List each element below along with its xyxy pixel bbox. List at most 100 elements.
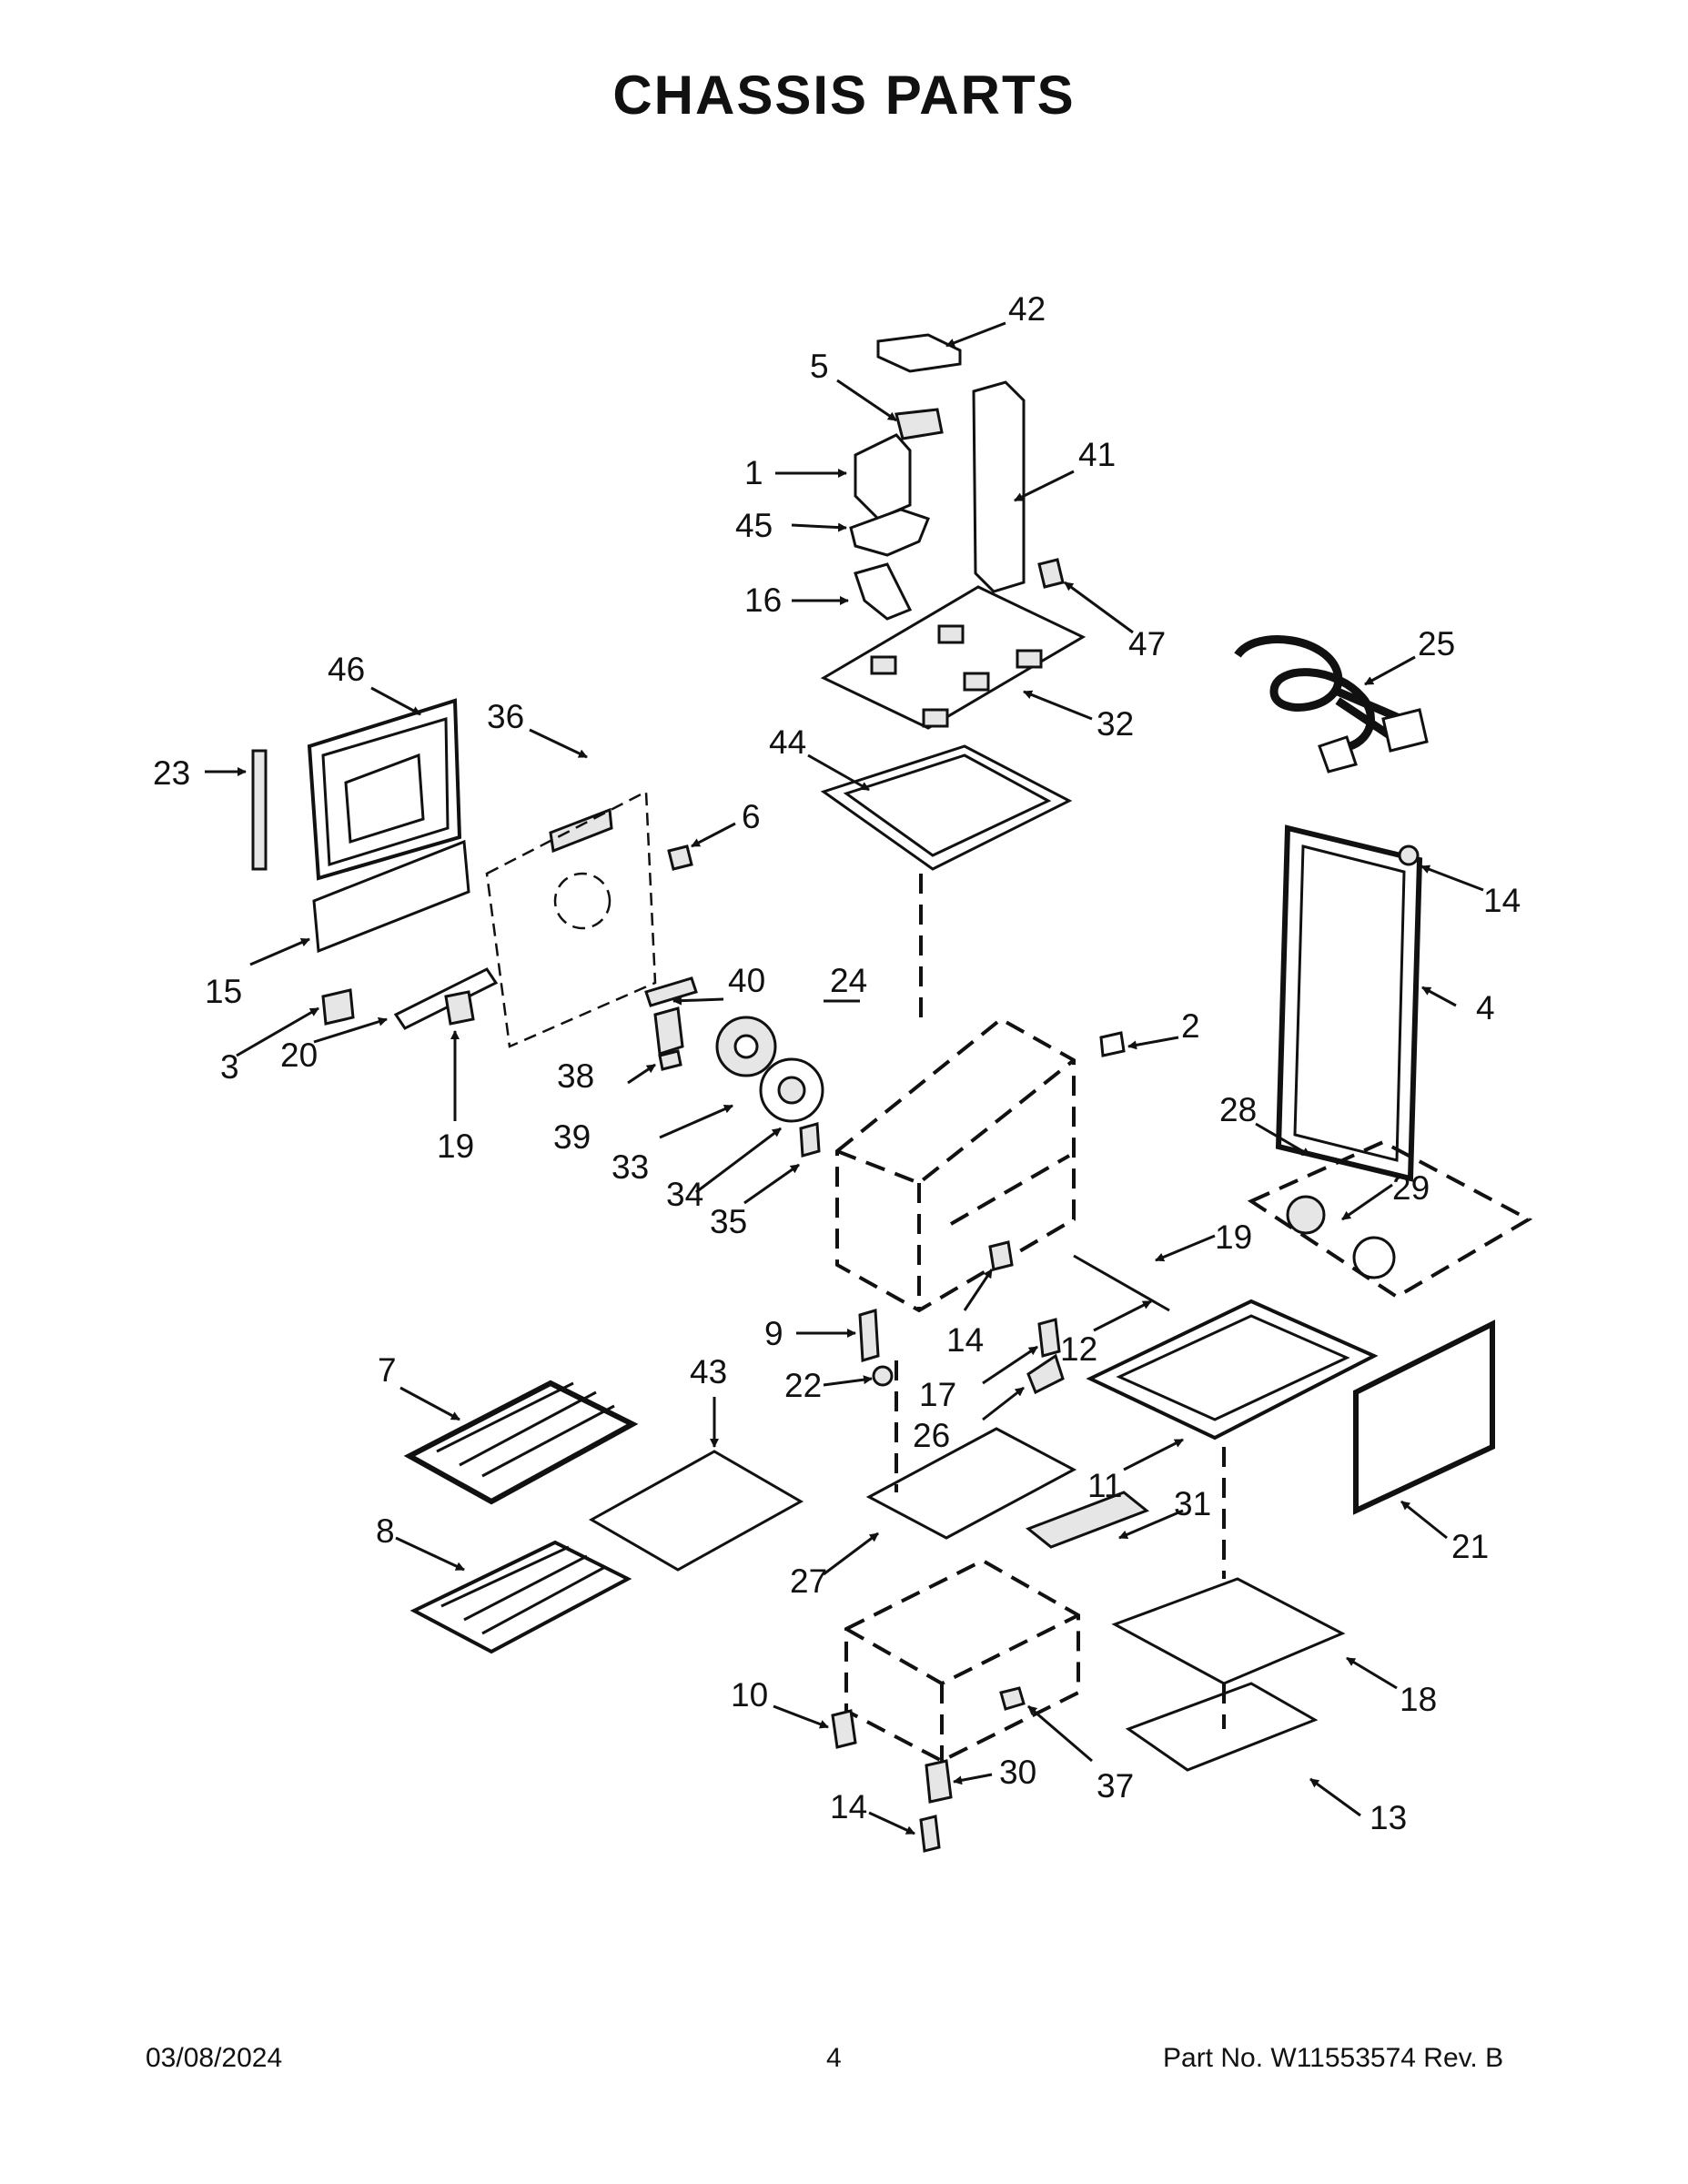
part-39-plug — [658, 1049, 682, 1071]
callout-27: 27 — [790, 1562, 827, 1600]
callout-8: 8 — [376, 1512, 395, 1550]
part-21-gasket — [1353, 1320, 1495, 1515]
callout-1: 1 — [744, 454, 763, 491]
callout-39: 39 — [553, 1118, 591, 1156]
part-37-clip — [999, 1686, 1026, 1711]
callout-3: 3 — [220, 1048, 239, 1086]
part-29-cap — [1352, 1236, 1396, 1279]
callout-23: 23 — [153, 754, 190, 792]
part-23-strip — [251, 749, 268, 871]
part-14-bolt — [988, 1240, 1014, 1271]
callout-15: 15 — [205, 973, 242, 1010]
part-30-leg — [925, 1759, 953, 1804]
callout-19-right: 19 — [1215, 1218, 1252, 1256]
callout-16: 16 — [744, 581, 782, 619]
callout-5: 5 — [810, 348, 829, 385]
callout-31: 31 — [1174, 1485, 1211, 1522]
footer-date: 03/08/2024 — [146, 2043, 283, 2073]
callout-41: 41 — [1078, 436, 1116, 473]
part-7-rack — [403, 1380, 639, 1505]
callout-35: 35 — [710, 1203, 747, 1240]
callout-33: 33 — [612, 1148, 649, 1186]
callout-40: 40 — [728, 962, 765, 999]
callout-38: 38 — [557, 1057, 594, 1095]
part-11-oven-bottom — [1086, 1299, 1379, 1441]
part-18-insulation — [1111, 1577, 1346, 1685]
part-8-rack — [409, 1540, 632, 1654]
part-4-door-frame — [1275, 824, 1423, 1182]
callout-34: 34 — [666, 1176, 703, 1213]
part-22-screw — [872, 1365, 894, 1387]
part-35-shaft — [799, 1122, 821, 1158]
callout-13: 13 — [1370, 1799, 1407, 1836]
callout-14-mid: 14 — [946, 1321, 984, 1359]
callout-28: 28 — [1219, 1091, 1257, 1128]
callout-45: 45 — [735, 507, 773, 544]
part-26-bracket — [1026, 1353, 1065, 1395]
part-19-bolt — [444, 990, 475, 1026]
callout-46: 46 — [328, 651, 365, 688]
callout-7: 7 — [378, 1351, 397, 1389]
callout-10: 10 — [731, 1676, 768, 1714]
callout-6: 6 — [742, 798, 761, 835]
part-15-lower-panel — [312, 839, 470, 954]
part-13-drawer-bottom — [1125, 1682, 1319, 1772]
part-9-hinge — [858, 1309, 880, 1362]
callout-37: 37 — [1097, 1767, 1134, 1805]
part-40-clip — [644, 976, 698, 1007]
part-31-rail — [1026, 1491, 1149, 1549]
part-5-motor — [895, 408, 944, 440]
lower-cabinet — [844, 1558, 1080, 1764]
part-12-rod — [1073, 1254, 1170, 1312]
part-10-leveler — [831, 1709, 857, 1749]
callout-18: 18 — [1400, 1681, 1437, 1718]
part-14-bolt-lower — [919, 1815, 941, 1853]
callout-44: 44 — [769, 723, 806, 761]
part-6-connector — [667, 844, 693, 871]
callout-26: 26 — [913, 1417, 950, 1454]
callout-42: 42 — [1008, 290, 1046, 328]
callout-labels: 42 5 41 1 45 16 47 25 32 46 36 44 23 6 1… — [153, 290, 1521, 1836]
part-25-power-cord — [1234, 635, 1375, 753]
part-17-screw — [1037, 1318, 1061, 1358]
callout-12: 12 — [1060, 1330, 1097, 1368]
part-43-tray — [588, 1450, 804, 1572]
part-28-knob — [1286, 1195, 1326, 1235]
part-45-duct — [849, 508, 930, 557]
callout-20: 20 — [280, 1036, 318, 1074]
callout-17: 17 — [919, 1376, 956, 1413]
part-44-tray — [820, 744, 1073, 871]
callout-11: 11 — [1087, 1467, 1122, 1504]
leader-arrows — [205, 321, 1484, 1835]
part-16-bracket — [854, 562, 913, 621]
part-38-hinge — [653, 1006, 684, 1056]
part-drawings — [251, 333, 1533, 1853]
part-1-housing — [854, 433, 912, 521]
part-42-top-cap — [876, 333, 962, 373]
part-46-back-panel — [307, 698, 462, 881]
callout-22: 22 — [784, 1367, 822, 1404]
part-28-box — [1247, 1139, 1533, 1299]
callout-43: 43 — [690, 1353, 727, 1390]
callout-14-top: 14 — [1483, 882, 1521, 919]
rear-wall — [485, 789, 657, 1048]
callout-47: 47 — [1128, 625, 1166, 662]
callout-2: 2 — [1181, 1007, 1200, 1045]
part-27-drawer-frame — [865, 1427, 1077, 1540]
oven-cavity — [835, 1016, 1076, 1313]
footer-part-number: Part No. W11553574 Rev. B — [1163, 2043, 1504, 2073]
callout-9: 9 — [764, 1315, 783, 1352]
callout-19-left: 19 — [437, 1127, 474, 1165]
footer-page-number: 4 — [826, 2043, 842, 2073]
part-47-clip — [1037, 558, 1065, 589]
part-2-knob — [1099, 1031, 1126, 1057]
callout-30: 30 — [999, 1754, 1036, 1791]
callout-4: 4 — [1476, 989, 1495, 1026]
callout-32: 32 — [1097, 705, 1134, 743]
part-32-top-panel — [820, 585, 1087, 730]
callout-24: 24 — [830, 962, 867, 999]
page-title: CHASSIS PARTS — [612, 65, 1076, 126]
part-3-bracket — [321, 988, 355, 1026]
callout-29: 29 — [1392, 1169, 1430, 1207]
